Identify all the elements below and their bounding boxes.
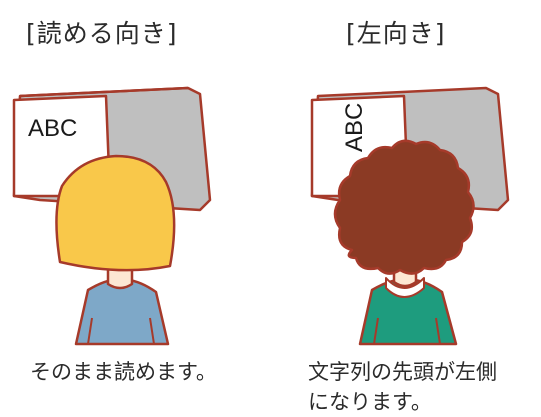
caption-left-orientation-line-1: 文字列の先頭が左側 xyxy=(308,360,497,384)
right-person-collar xyxy=(385,277,425,298)
right-person-hair xyxy=(333,139,475,275)
left-scanner-top-edge xyxy=(19,86,189,98)
left-person-hair xyxy=(55,154,176,272)
heading-readable-orientation: [読める向き] xyxy=(26,19,178,48)
left-person-arm-line xyxy=(87,317,93,345)
right-document-text: ABC xyxy=(341,103,368,152)
right-person-arm-line xyxy=(373,317,379,345)
right-person-arm-line-2 xyxy=(435,317,441,345)
left-person-arm-line-2 xyxy=(149,317,155,345)
heading-left-orientation: [左向き] xyxy=(346,19,446,48)
caption-left-orientation: 文字列の先頭が左側 になります。 xyxy=(308,357,497,417)
caption-left-orientation-line-2: になります。 xyxy=(308,390,432,414)
caption-readable: そのまま読めます。 xyxy=(30,360,217,384)
left-scene: ABC xyxy=(12,86,212,346)
left-document-text: ABC xyxy=(28,115,77,142)
right-scene: ABC xyxy=(310,86,510,346)
